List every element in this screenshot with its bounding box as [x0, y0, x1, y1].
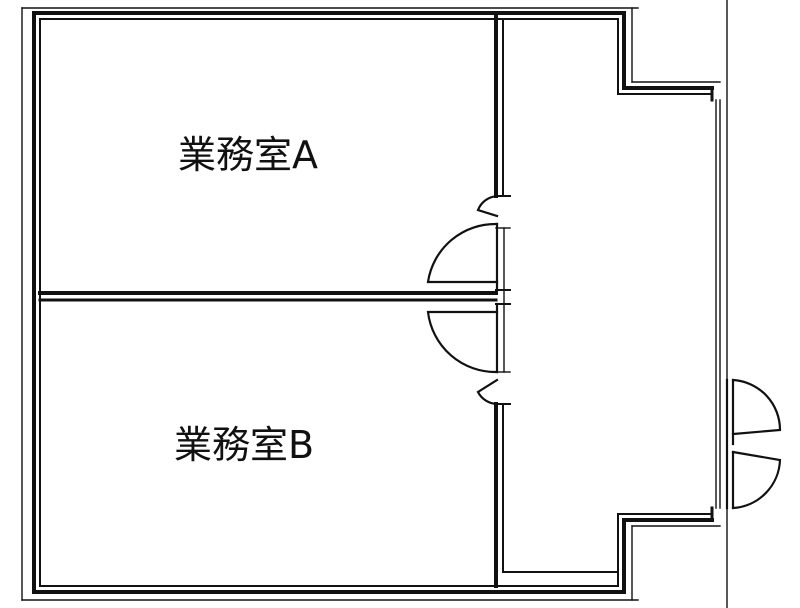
outer-boundary	[21, 0, 728, 608]
room-label-a: 業務室A	[178, 133, 318, 177]
door-room-b	[426, 302, 499, 406]
outer-wall	[32, 7, 721, 601]
exterior-door	[725, 378, 782, 510]
room-label-b: 業務室B	[174, 423, 314, 467]
door-room-a	[426, 194, 499, 292]
dividing-wall	[38, 289, 511, 305]
room-corridor-partition	[494, 11, 619, 588]
corridor-glazing	[715, 99, 721, 509]
